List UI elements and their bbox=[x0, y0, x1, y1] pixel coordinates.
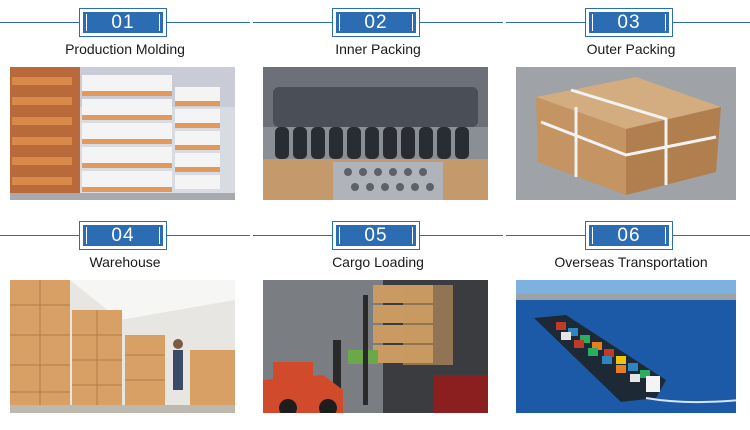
outer-packing-photo bbox=[516, 67, 736, 200]
divider-line bbox=[0, 235, 80, 236]
step-number-badge: 05 bbox=[332, 221, 420, 250]
divider-line bbox=[419, 22, 503, 23]
step-number: 05 bbox=[364, 225, 388, 246]
step-number: 03 bbox=[617, 12, 641, 33]
step-number: 06 bbox=[617, 225, 641, 246]
step-number: 01 bbox=[111, 12, 135, 33]
divider-line bbox=[672, 235, 750, 236]
step-number-badge: 04 bbox=[79, 221, 167, 250]
divider-line bbox=[506, 235, 586, 236]
step-title: Inner Packing bbox=[335, 41, 421, 57]
inner-packing-photo bbox=[263, 67, 488, 200]
step-inner-packing: 02 Inner Packing bbox=[253, 0, 503, 215]
divider-line bbox=[506, 22, 586, 23]
step-title: Outer Packing bbox=[586, 41, 676, 57]
step-number: 02 bbox=[364, 12, 388, 33]
overseas-transportation-photo bbox=[516, 280, 736, 413]
step-title: Overseas Transportation bbox=[554, 254, 708, 270]
divider-line bbox=[253, 235, 333, 236]
step-warehouse: 04 Warehouse bbox=[0, 213, 250, 428]
step-number-badge: 06 bbox=[585, 221, 673, 250]
step-title: Cargo Loading bbox=[332, 254, 424, 270]
step-number-badge: 02 bbox=[332, 8, 420, 37]
step-overseas-transportation: 06 Overseas Transportation bbox=[506, 213, 750, 428]
divider-line bbox=[166, 22, 250, 23]
step-number-badge: 01 bbox=[79, 8, 167, 37]
step-title: Production Molding bbox=[65, 41, 185, 57]
divider-line bbox=[253, 22, 333, 23]
step-number: 04 bbox=[111, 225, 135, 246]
production-molding-photo bbox=[10, 67, 235, 200]
warehouse-photo bbox=[10, 280, 235, 413]
step-cargo-loading: 05 Cargo Loading bbox=[253, 213, 503, 428]
divider-line bbox=[0, 22, 80, 23]
step-number-badge: 03 bbox=[585, 8, 673, 37]
step-production-molding: 01 Production Molding bbox=[0, 0, 250, 215]
cargo-loading-photo bbox=[263, 280, 488, 413]
divider-line bbox=[672, 22, 750, 23]
divider-line bbox=[419, 235, 503, 236]
step-title: Warehouse bbox=[89, 254, 161, 270]
divider-line bbox=[166, 235, 250, 236]
step-outer-packing: 03 Outer Packing bbox=[506, 0, 750, 215]
